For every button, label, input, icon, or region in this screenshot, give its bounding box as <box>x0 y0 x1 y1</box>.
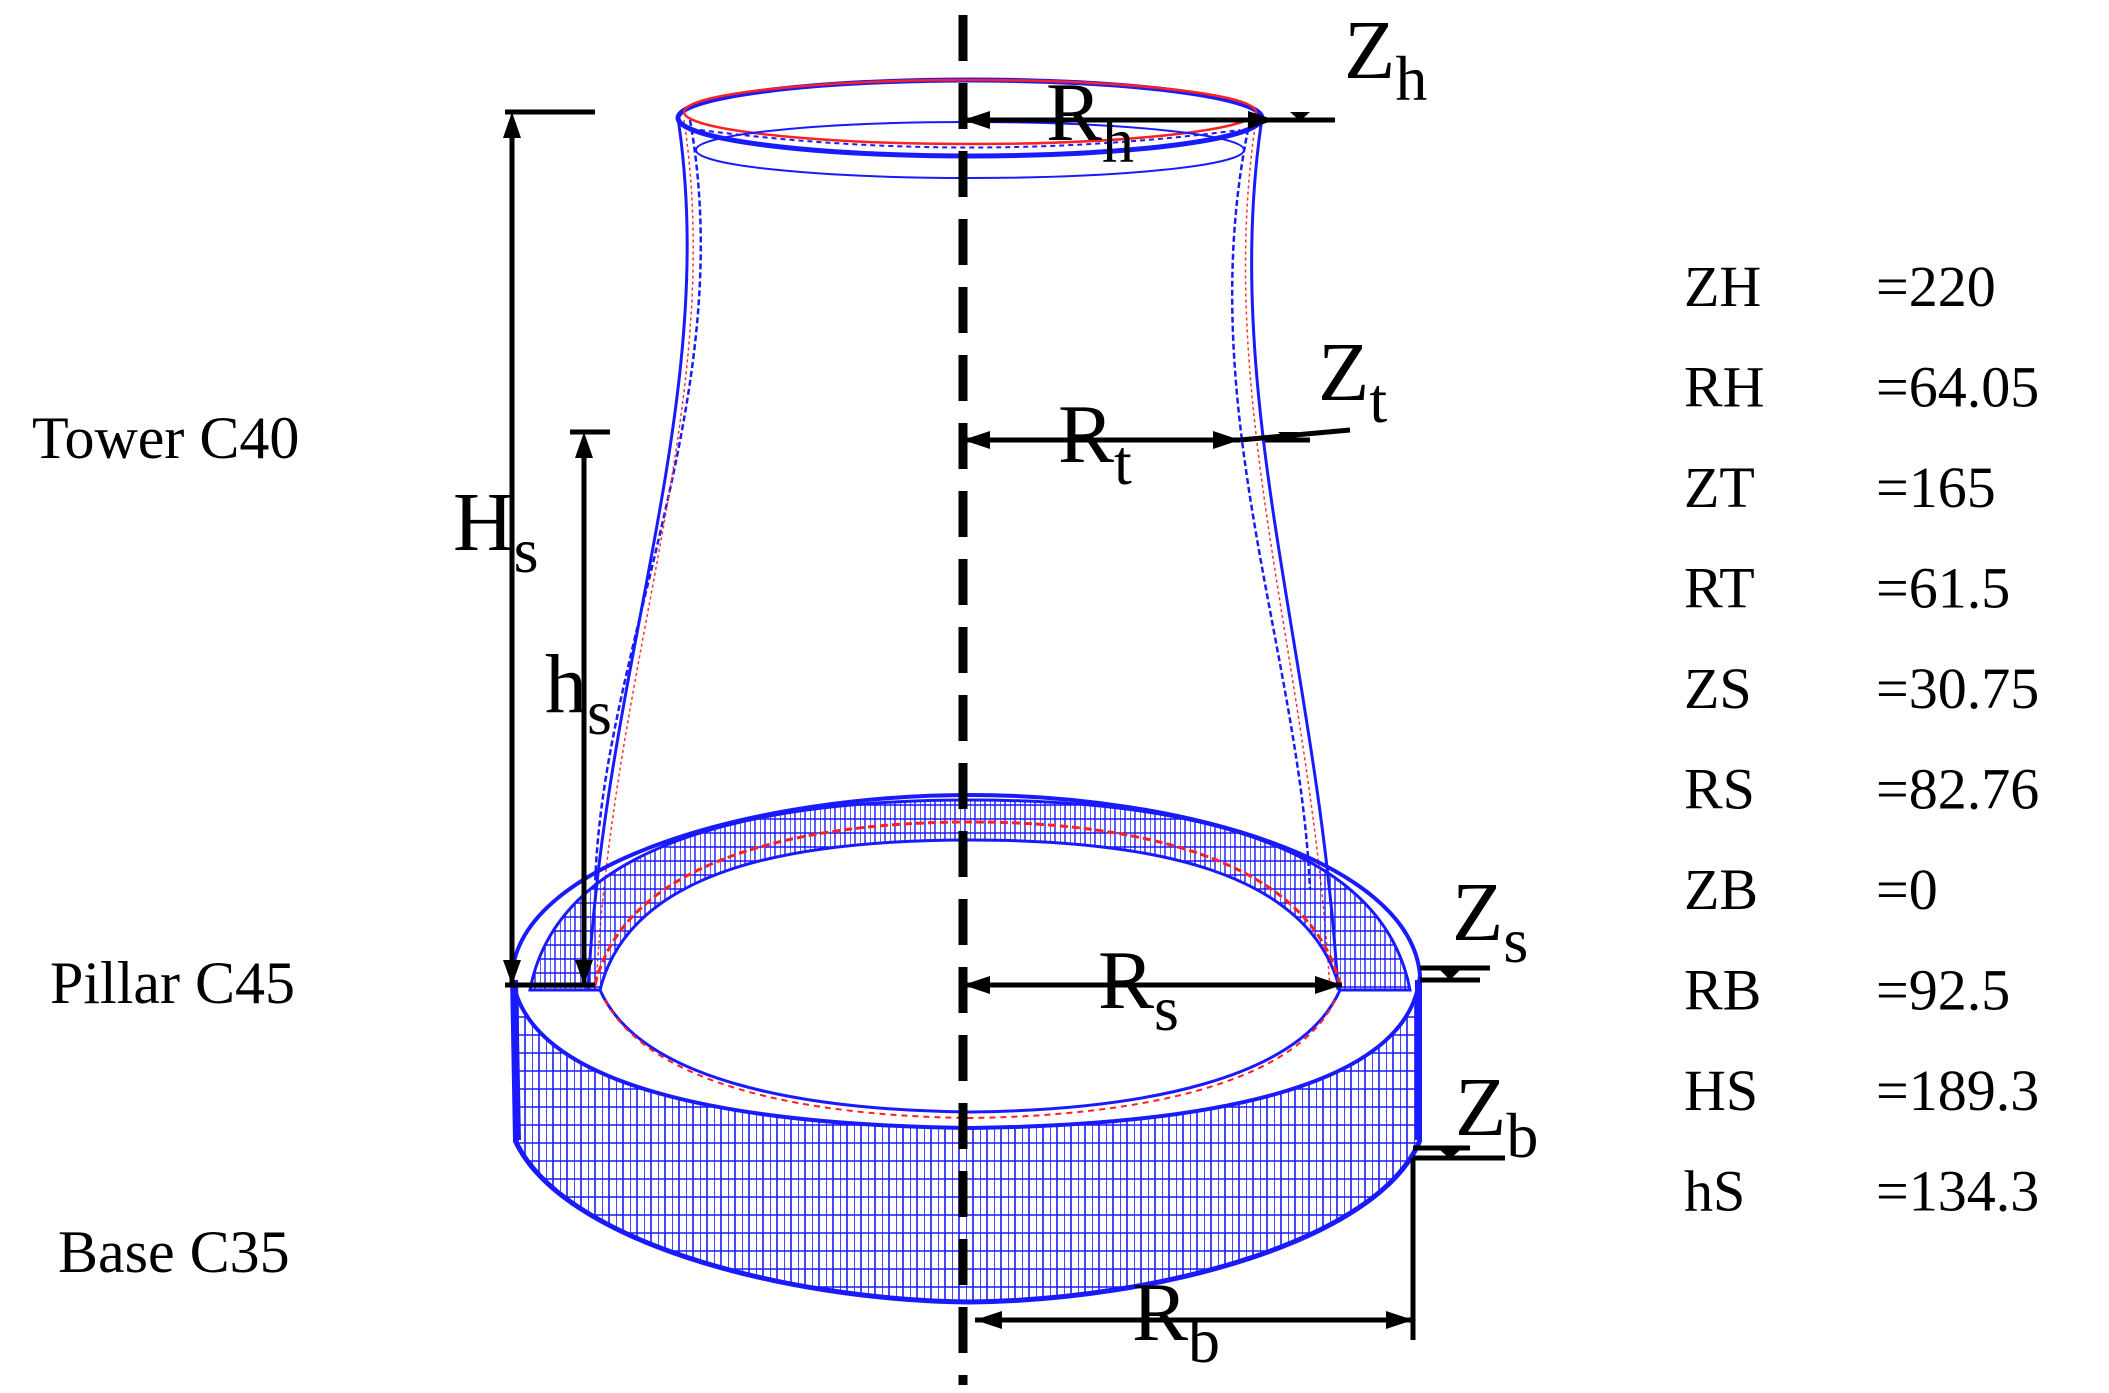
dim-Hs <box>503 109 595 988</box>
label-Rh: Rh <box>1046 66 1134 176</box>
param-name: ZH <box>1684 254 1761 319</box>
param-name: ZB <box>1684 857 1758 922</box>
dim-Rb <box>975 1158 1416 1340</box>
label-Hs: Hs <box>453 476 539 586</box>
param-value: =165 <box>1876 455 1996 520</box>
param-value: =0 <box>1876 857 1938 922</box>
label-Rt: Rt <box>1058 388 1132 498</box>
label-Zh: Zh <box>1344 4 1427 114</box>
dim-Rt <box>963 431 1240 449</box>
dim-Zh <box>1262 112 1335 123</box>
dim-hs <box>570 429 610 985</box>
label-tower: Tower C40 <box>32 405 299 471</box>
label-Rs: Rs <box>1098 934 1179 1044</box>
param-value: =61.5 <box>1876 556 2010 621</box>
param-name: RH <box>1684 355 1765 420</box>
dim-Zb <box>1413 1145 1505 1161</box>
tower-shell <box>586 117 1340 991</box>
dim-Zt <box>1239 427 1351 443</box>
top-rim <box>675 77 1265 179</box>
param-name: RS <box>1684 757 1755 822</box>
dim-Zs <box>1420 965 1490 983</box>
label-Zt: Zt <box>1318 326 1387 436</box>
param-value: =134.3 <box>1876 1159 2039 1224</box>
dim-Rh <box>963 111 1275 129</box>
param-name: ZS <box>1684 656 1752 721</box>
param-name: hS <box>1684 1159 1745 1224</box>
param-value: =82.76 <box>1876 757 2039 822</box>
param-value: =30.75 <box>1876 656 2039 721</box>
param-value: =189.3 <box>1876 1058 2039 1123</box>
param-name: HS <box>1684 1058 1758 1123</box>
label-Zb: Zb <box>1455 1061 1538 1171</box>
label-Zs: Zs <box>1452 866 1528 976</box>
dim-Rs <box>963 976 1342 994</box>
param-name: RT <box>1684 556 1755 621</box>
param-name: ZT <box>1684 455 1755 520</box>
param-value: =64.05 <box>1876 355 2039 420</box>
param-value: =220 <box>1876 254 1996 319</box>
label-hs: hs <box>545 638 612 748</box>
param-value: =92.5 <box>1876 958 2010 1023</box>
pillar-ring <box>510 792 1422 992</box>
label-Rb: Rb <box>1132 1266 1220 1376</box>
param-name: RB <box>1684 958 1761 1023</box>
label-pillar: Pillar C45 <box>50 950 295 1016</box>
label-base: Base C35 <box>58 1219 290 1285</box>
